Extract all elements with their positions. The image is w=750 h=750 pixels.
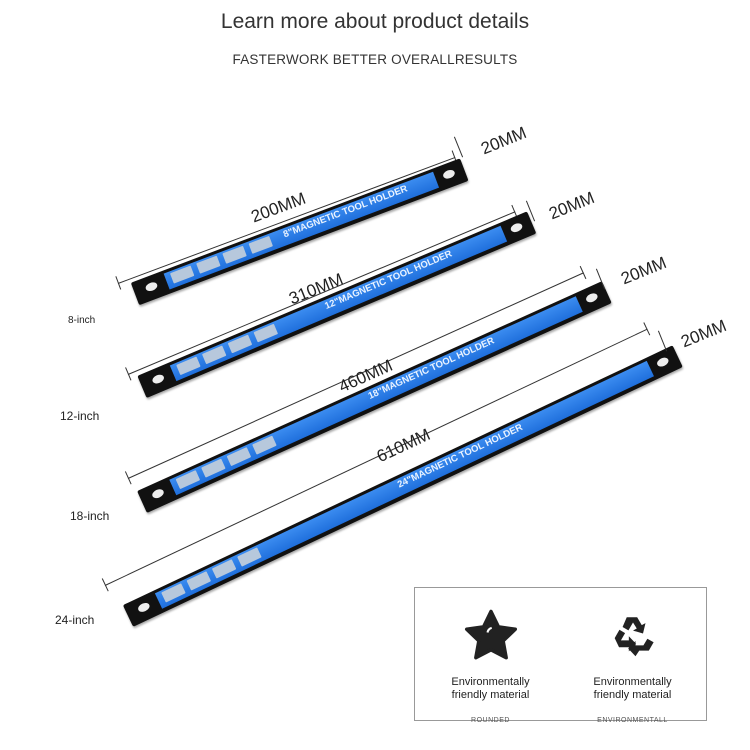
size-label: 8-inch [68,315,96,326]
size-label: 12-inch [60,409,100,423]
star-icon [418,606,563,666]
width-label: 20MM [546,188,598,224]
feature-text: friendly material [593,689,672,701]
width-label: 20MM [478,123,530,159]
feature-caption: ROUNDED [471,717,510,724]
recycle-icon [560,606,705,666]
page-title: Learn more about product details [220,10,530,33]
feature-text: Environmentally [593,676,672,688]
length-label: 610MM [373,424,434,467]
feature-text: Environmentally [451,676,530,688]
tool-holder-18-inch: 18"MAGNETIC TOOL HOLDER [137,281,612,513]
width-label: 20MM [618,253,670,289]
feature-text: friendly material [451,689,530,701]
feature-caption: ENVIRONMENTALL [597,717,668,724]
tool-holder-12-inch: 12"MAGNETIC TOOL HOLDER [137,211,537,399]
page-subtitle: FASTERWORK BETTER OVERALLRESULTS [232,52,518,67]
size-label: 18-inch [70,509,110,523]
size-label: 24-inch [55,613,95,627]
width-label: 20MM [678,316,730,352]
